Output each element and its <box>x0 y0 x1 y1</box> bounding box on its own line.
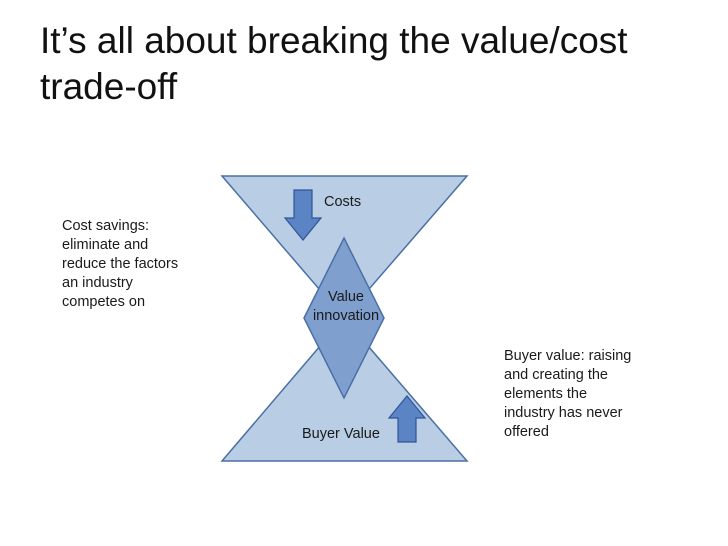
cost-savings-line: an industry <box>62 275 133 291</box>
value-innovation-line-1: Value <box>327 289 364 305</box>
buyer-value-label: Buyer Value <box>302 426 380 442</box>
title-line-2: trade-off <box>40 66 178 107</box>
cost-savings-line: reduce the factors <box>62 256 179 272</box>
down-arrow-icon <box>283 189 323 241</box>
buyer-value-note-line: elements the <box>504 386 588 402</box>
title-line-1: It’s all about breaking the value/cost <box>40 20 628 61</box>
value-innovation-line-2: innovation <box>312 308 380 324</box>
buyer-value-note: Buyer value: raising and creating the el… <box>504 347 631 442</box>
buyer-value-note-line: industry has never <box>504 405 623 421</box>
cost-savings-line: eliminate and <box>62 237 149 253</box>
cost-savings-line: Cost savings: <box>62 218 150 234</box>
cost-savings-note: Cost savings: eliminate and reduce the f… <box>62 217 178 312</box>
buyer-value-note-line: offered <box>504 424 549 440</box>
cost-savings-line: competes on <box>62 294 146 310</box>
slide-title: It’s all about breaking the value/cost t… <box>40 18 700 110</box>
buyer-value-note-line: Buyer value: raising <box>504 348 632 364</box>
value-innovation-diamond <box>303 236 385 400</box>
costs-label: Costs <box>324 194 362 210</box>
value-innovation-label: Value innovation <box>300 288 392 326</box>
up-arrow-icon <box>387 395 427 443</box>
buyer-value-note-line: and creating the <box>504 367 608 383</box>
